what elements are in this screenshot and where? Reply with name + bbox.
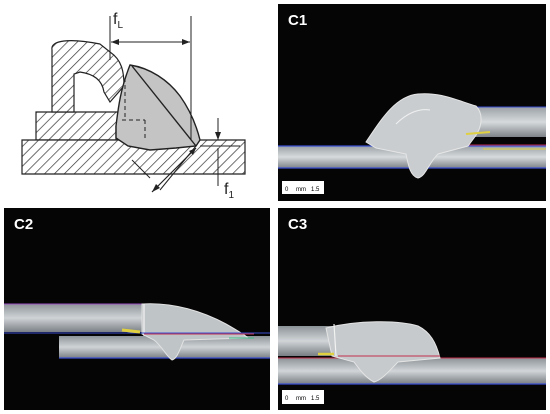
- c1-scale-unit: mm: [296, 187, 306, 193]
- weld-bead: [115, 64, 201, 151]
- c1-scale-start: 0: [285, 187, 289, 193]
- panel-label-c3: C3: [288, 216, 308, 233]
- upper-sheet: [35, 111, 130, 141]
- fl-label: fL: [113, 11, 123, 31]
- f1-label: f1: [224, 181, 234, 201]
- panel-label-c2: C2: [14, 216, 34, 233]
- weld-schematic-drawing: fL f1: [21, 11, 246, 201]
- panel-label-c1: C1: [288, 12, 308, 29]
- c3-scale-unit: mm: [296, 396, 306, 402]
- weld-schematic: fL f1: [0, 0, 268, 205]
- upper-tool: [51, 40, 125, 113]
- c3-scale-end: 1.5: [311, 396, 320, 402]
- c1-scale-end: 1.5: [311, 187, 320, 193]
- micrograph-c3: 0 mm 1.5 C3: [278, 208, 546, 410]
- micrograph-c1-image: 0 mm 1.5: [278, 93, 546, 194]
- micrograph-c1: 0 mm 1.5 C1: [278, 4, 546, 201]
- c3-scale-start: 0: [285, 396, 289, 402]
- micrograph-c2: C2: [4, 208, 270, 410]
- micrograph-c2-image: [4, 303, 270, 361]
- micrograph-c3-image: 0 mm 1.5: [278, 321, 546, 404]
